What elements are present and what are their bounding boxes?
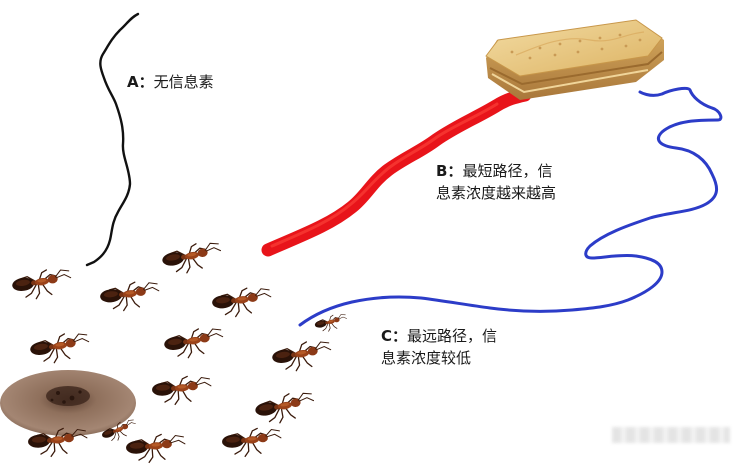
ant xyxy=(210,285,274,320)
path-a-label: A：无信息素 xyxy=(127,71,214,93)
path-c-label: C：最远路径，信 息素浓度较低 xyxy=(381,325,497,369)
ant xyxy=(162,325,226,362)
path-b-text-line1: 最短路径，信 xyxy=(462,162,553,180)
path-b-key: B： xyxy=(436,162,463,180)
path-c-text-line1: 最远路径，信 xyxy=(407,327,498,345)
ant xyxy=(150,374,213,407)
ant xyxy=(98,279,162,314)
path-a-text: 无信息素 xyxy=(153,73,214,91)
path-c-text-line2: 息素浓度较低 xyxy=(381,349,472,367)
path-c-key: C： xyxy=(381,327,408,345)
path-b-text-line2: 息素浓度越来越高 xyxy=(436,184,557,202)
ant xyxy=(252,389,317,428)
ant xyxy=(159,239,224,278)
ant xyxy=(220,426,283,459)
biscuit-food xyxy=(485,19,664,100)
ant xyxy=(124,432,187,465)
ant xyxy=(28,330,92,367)
ant xyxy=(313,312,349,335)
path-b-line-texture xyxy=(270,102,499,248)
path-a-line xyxy=(85,12,140,267)
ant-nest xyxy=(0,370,136,436)
path-b-label: B：最短路径，信 息素浓度越来越高 xyxy=(436,160,556,204)
path-c-line xyxy=(298,86,723,327)
blurred-watermark xyxy=(612,427,730,443)
ant xyxy=(270,338,334,375)
ant xyxy=(10,266,74,303)
path-a-key: A： xyxy=(127,73,154,91)
